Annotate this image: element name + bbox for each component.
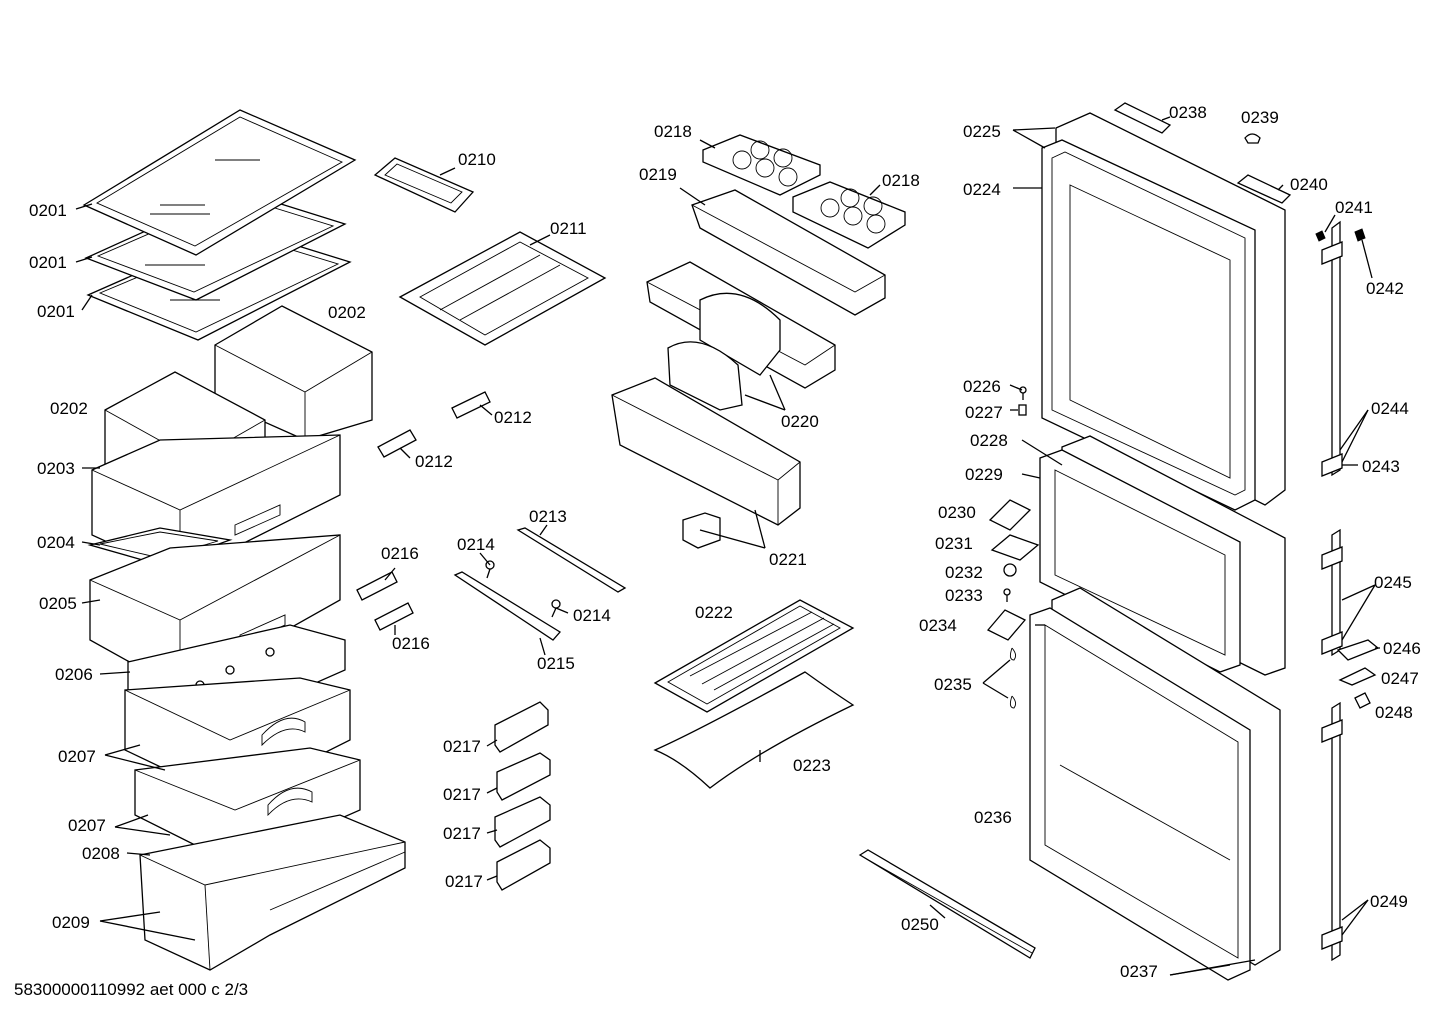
part-label: 0239 bbox=[1241, 108, 1279, 127]
part-label: 0246 bbox=[1383, 639, 1421, 658]
part-label: 0217 bbox=[445, 872, 483, 891]
part-label: 0204 bbox=[37, 533, 75, 552]
hinge-hardware-part bbox=[986, 102, 1380, 962]
part-label: 0242 bbox=[1366, 279, 1404, 298]
middle-door-part bbox=[1039, 435, 1286, 676]
part-label: 0249 bbox=[1370, 892, 1408, 911]
part-label: 0202 bbox=[328, 303, 366, 322]
rail-part bbox=[453, 527, 627, 641]
door-shelf-part bbox=[646, 189, 886, 411]
part-label: 0205 bbox=[39, 594, 77, 613]
leader-lines-second bbox=[384, 167, 569, 881]
part-label: 0211 bbox=[550, 219, 587, 238]
part-label: 0207 bbox=[68, 816, 106, 835]
ice-tray-part bbox=[373, 157, 475, 213]
part-label: 0212 bbox=[415, 452, 453, 471]
part-label: 0217 bbox=[443, 785, 481, 804]
small-cover-part bbox=[356, 391, 491, 631]
seal-strip-part bbox=[858, 849, 1036, 959]
part-label: 0203 bbox=[37, 459, 75, 478]
lower-door-part bbox=[1029, 587, 1281, 981]
part-label: 0250 bbox=[901, 915, 939, 934]
foil-sheet-part bbox=[653, 671, 855, 789]
part-label: 0230 bbox=[938, 503, 976, 522]
part-label: 0218 bbox=[882, 171, 920, 190]
grid-plate-part bbox=[87, 527, 233, 566]
part-label: 0247 bbox=[1381, 669, 1419, 688]
clip-part bbox=[494, 701, 551, 891]
part-label: 0220 bbox=[781, 412, 819, 431]
part-label: 0217 bbox=[443, 737, 481, 756]
part-label: 0240 bbox=[1290, 175, 1328, 194]
part-label: 0241 bbox=[1335, 198, 1373, 217]
part-label: 0214 bbox=[573, 606, 611, 625]
part-label: 0201 bbox=[29, 201, 67, 220]
part-label: 0215 bbox=[537, 654, 575, 673]
part-label: 0227 bbox=[965, 403, 1003, 422]
ice-cube-tray-part bbox=[398, 231, 607, 346]
part-label: 0212 bbox=[494, 408, 532, 427]
part-label: 0210 bbox=[458, 150, 496, 169]
part-label: 0233 bbox=[945, 586, 983, 605]
part-label: 0243 bbox=[1362, 457, 1400, 476]
part-label: 0206 bbox=[55, 665, 93, 684]
part-label: 0213 bbox=[529, 507, 567, 526]
part-label: 0234 bbox=[919, 616, 957, 635]
part-label: 0224 bbox=[963, 180, 1001, 199]
upper-door-part bbox=[1041, 112, 1286, 511]
leader-lines-left bbox=[75, 203, 196, 941]
part-label: 0232 bbox=[945, 563, 983, 582]
part-label: 0238 bbox=[1169, 103, 1207, 122]
part-label: 0201 bbox=[37, 302, 75, 321]
part-label: 0228 bbox=[970, 431, 1008, 450]
part-label: 0219 bbox=[639, 165, 677, 184]
leader-lines-third bbox=[679, 139, 946, 919]
part-label: 0222 bbox=[695, 603, 733, 622]
leader-lines-right bbox=[982, 116, 1380, 976]
part-label: 0225 bbox=[963, 122, 1001, 141]
drawing-code: 58300000110992 aet 000 c 2/3 bbox=[14, 980, 249, 999]
glass-shelf-part bbox=[82, 109, 357, 341]
part-label: 0216 bbox=[392, 634, 430, 653]
part-label: 0207 bbox=[58, 747, 96, 766]
part-label: 0214 bbox=[457, 535, 495, 554]
lower-drawer-part bbox=[89, 534, 341, 691]
part-label: 0245 bbox=[1374, 573, 1412, 592]
part-label: 0216 bbox=[381, 544, 419, 563]
part-label: 0235 bbox=[934, 675, 972, 694]
part-label: 0202 bbox=[50, 399, 88, 418]
part-label: 0226 bbox=[963, 377, 1001, 396]
filter-grid-part bbox=[653, 599, 855, 713]
part-label: 0217 bbox=[443, 824, 481, 843]
part-label: 0248 bbox=[1375, 703, 1413, 722]
part-label: 0208 bbox=[82, 844, 120, 863]
part-label: 0218 bbox=[654, 122, 692, 141]
part-label: 0209 bbox=[52, 913, 90, 932]
part-label: 0223 bbox=[793, 756, 831, 775]
part-label: 0236 bbox=[974, 808, 1012, 827]
bottom-drawer-part bbox=[139, 814, 406, 971]
part-label: 0221 bbox=[769, 550, 807, 569]
part-label: 0237 bbox=[1120, 962, 1158, 981]
part-label: 0244 bbox=[1371, 399, 1409, 418]
part-label: 0231 bbox=[935, 534, 973, 553]
freezer-drawer-part bbox=[124, 677, 361, 866]
part-label: 0229 bbox=[965, 465, 1003, 484]
part-label: 0201 bbox=[29, 253, 67, 272]
egg-tray-part bbox=[702, 134, 906, 249]
